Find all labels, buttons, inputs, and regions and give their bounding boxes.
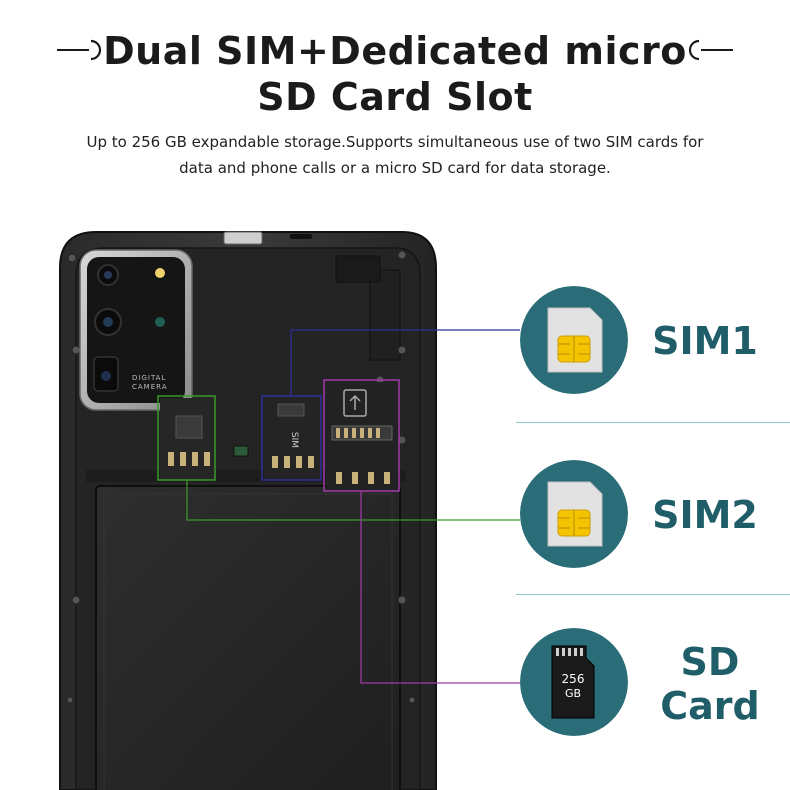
subtitle-line-1: Up to 256 GB expandable storage.Supports…: [86, 133, 704, 151]
sd-card-unit: GB: [565, 687, 581, 700]
sim-card-icon: [547, 481, 603, 547]
sim-card-icon: [547, 307, 603, 373]
sim1-slot: SIM: [261, 395, 322, 481]
sd-card-capacity: 256: [562, 672, 585, 686]
camera-label-line-1: DIGITAL: [132, 374, 166, 382]
divider-1: [516, 422, 790, 423]
sd-card-slot: [323, 379, 400, 492]
subtitle-line-2: data and phone calls or a micro SD card …: [179, 159, 611, 177]
sim-slot-mark: SIM: [289, 432, 299, 448]
sd-card-badge: 256 GB: [520, 628, 628, 736]
sim1-label: SIM1: [652, 319, 758, 363]
sd-card-label-line-1: SD: [680, 640, 740, 684]
camera-label-line-2: CAMERA: [132, 383, 168, 391]
left-bracket-ornament-icon: [57, 39, 102, 60]
sd-card-label-line-2: Card: [660, 684, 760, 728]
right-bracket-ornament-icon: [688, 39, 733, 60]
title-line-1: Dual SIM+Dedicated micro: [103, 29, 687, 73]
sd-card-label: SD Card: [640, 640, 780, 728]
sim1-badge: [520, 286, 628, 394]
sim2-badge: [520, 460, 628, 568]
divider-2: [516, 594, 790, 595]
sim2-slot: [157, 395, 216, 481]
page-title: Dual SIM+Dedicated micro SD Card Slot: [0, 28, 790, 120]
subtitle: Up to 256 GB expandable storage.Supports…: [40, 129, 750, 181]
sim2-label: SIM2: [652, 493, 758, 537]
title-line-2: SD Card Slot: [257, 75, 533, 119]
micro-sd-card-icon: 256 GB: [551, 645, 595, 719]
